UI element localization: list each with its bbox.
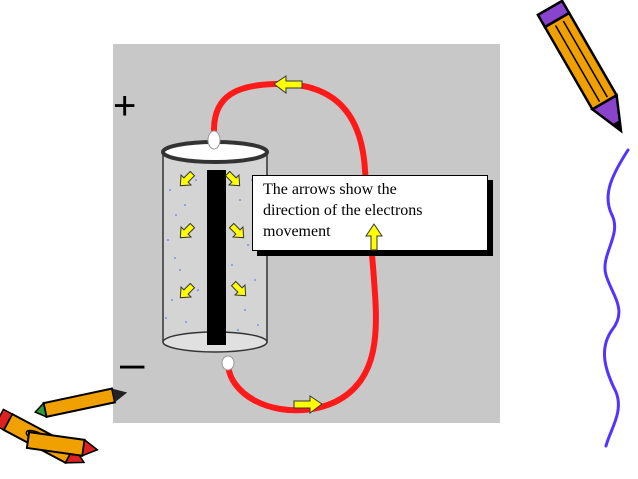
arrow-inner-2 [224, 170, 241, 187]
arrow-inner-6 [230, 280, 247, 297]
arrow-inner-1 [179, 170, 196, 187]
negative-terminal-label: – [120, 339, 145, 388]
note-line-2: direction of the electrons [263, 202, 423, 219]
crayons-clipart-icon [0, 387, 128, 465]
negative-cap [221, 355, 235, 371]
note-line-1: The arrows show the [263, 181, 397, 198]
carbon-rod [207, 170, 226, 345]
arrow-bottom [293, 395, 323, 414]
positive-terminal-label: + [113, 84, 137, 128]
note-line-3: movement [263, 223, 331, 240]
arrow-top [273, 75, 303, 94]
positive-cap [207, 130, 221, 150]
pencil-clipart-icon [536, 0, 623, 134]
arrow-inner-5 [179, 282, 196, 299]
arrow-inner-3 [179, 222, 196, 239]
explanation-note: The arrows show the direction of the ele… [252, 175, 488, 251]
arrow-inner-4 [228, 222, 245, 239]
blue-squiggle-line [603, 148, 630, 448]
electrolyte-dots [165, 179, 263, 331]
